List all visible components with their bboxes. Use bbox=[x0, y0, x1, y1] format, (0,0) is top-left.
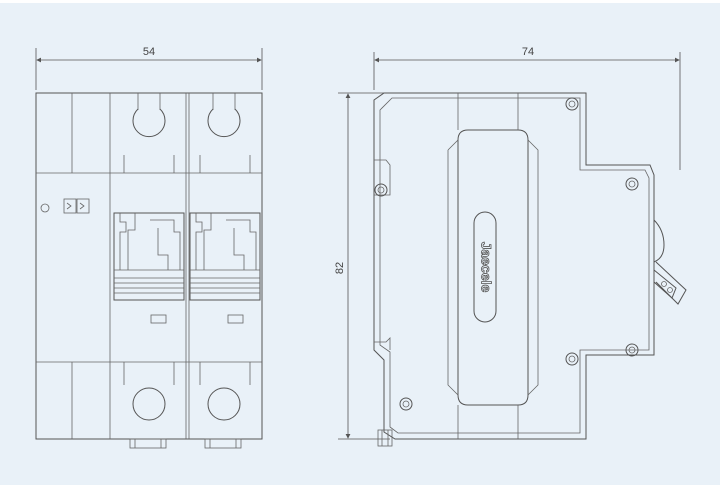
indicator-dot bbox=[40, 203, 50, 213]
dimension-label-54: 54 bbox=[143, 46, 155, 58]
rivets bbox=[374, 97, 639, 411]
brand-logo-text: Jaecele bbox=[478, 242, 494, 293]
terminal-screws-bottom bbox=[123, 362, 251, 449]
front-view: 54 bbox=[35, 46, 263, 449]
side-toggle bbox=[653, 219, 687, 305]
top-band bbox=[0, 0, 720, 3]
terminal-screws-top bbox=[123, 93, 251, 173]
front-outline bbox=[35, 92, 263, 440]
din-clip bbox=[377, 429, 393, 447]
dimension-width-side: 74 bbox=[373, 46, 681, 170]
dimension-height-side: 82 bbox=[334, 92, 390, 440]
dimension-width-front: 54 bbox=[35, 46, 263, 90]
dimension-label-82: 82 bbox=[334, 262, 346, 274]
toggle-lever-pole-1 bbox=[113, 212, 185, 324]
side-body-outline bbox=[373, 92, 655, 440]
contact-indicator bbox=[63, 198, 90, 214]
logo-plate bbox=[473, 211, 497, 323]
side-view: 74 82 Jaecele bbox=[334, 46, 687, 447]
toggle-lever-pole-2 bbox=[189, 212, 261, 324]
dimension-label-74: 74 bbox=[522, 46, 534, 58]
